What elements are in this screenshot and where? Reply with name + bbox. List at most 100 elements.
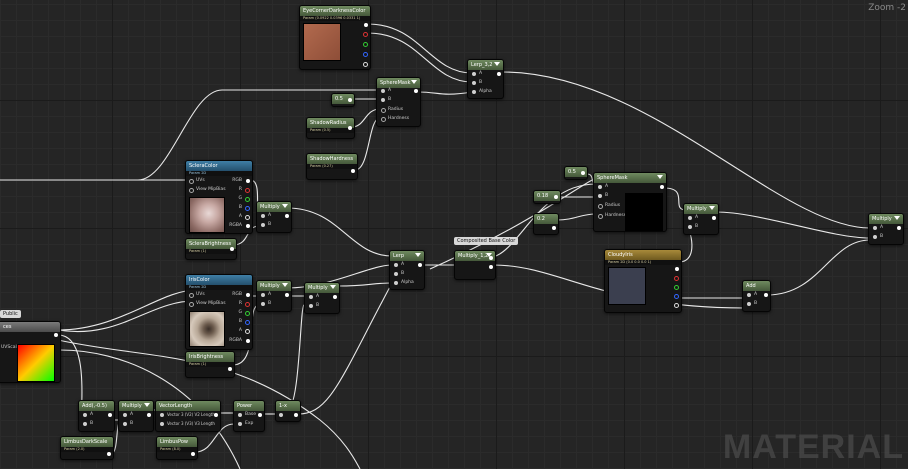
node-limbus-pow[interactable]: LimbusPow Param (8.0): [156, 436, 198, 460]
output-pin[interactable]: [764, 293, 768, 297]
node-multiply-4[interactable]: Multiply A B: [118, 400, 154, 432]
output-pin-r[interactable]: [245, 302, 250, 307]
input-pin-alpha[interactable]: [394, 281, 398, 285]
node-multiply-far[interactable]: Multiply A B: [868, 213, 904, 245]
input-pin-radius[interactable]: [598, 204, 603, 209]
input-pin-b[interactable]: [688, 225, 692, 229]
input-pin-alpha[interactable]: [472, 90, 476, 94]
output-pin-a[interactable]: [674, 303, 679, 308]
output-pin[interactable]: [348, 98, 352, 102]
input-pin-view-mip-bias[interactable]: [189, 302, 194, 307]
chevron-down-icon[interactable]: [330, 285, 336, 289]
node-limbus-dark-scale[interactable]: LimbusDarkScale Param (2.0): [60, 436, 114, 460]
node-cloudy-iris[interactable]: CloudyIris Param 2D (0.0 0.0 0.0 1): [604, 249, 682, 313]
node-constant-0-2[interactable]: 0.2: [533, 213, 559, 235]
output-pin-rgb[interactable]: [675, 267, 679, 271]
output-pin[interactable]: [54, 333, 58, 337]
node-shadow-radius[interactable]: ShadowRadius Param (0.5): [306, 117, 355, 139]
input-pin-a[interactable]: [873, 226, 877, 230]
output-pin-g[interactable]: [245, 197, 250, 202]
input-pin-a[interactable]: [123, 413, 127, 417]
chevron-down-icon[interactable]: [282, 283, 288, 287]
output-pin[interactable]: [554, 195, 558, 199]
node-multiply-3[interactable]: Multiply A B: [304, 282, 340, 314]
chevron-down-icon[interactable]: [486, 253, 492, 257]
input-pin-b[interactable]: [747, 302, 751, 306]
node-multiply-1[interactable]: Multiply A B: [256, 201, 292, 233]
comment-tag-public[interactable]: Public: [0, 310, 21, 318]
input-pin-a[interactable]: [688, 216, 692, 220]
output-pin[interactable]: [230, 247, 234, 251]
node-left-texture[interactable]: ces UVScale: [0, 321, 61, 383]
node-iris-color[interactable]: IrisColor Param 2D UVs View MipBias RGB …: [185, 274, 253, 350]
node-add-right[interactable]: Add A B: [742, 280, 771, 312]
input-pin-v3[interactable]: [160, 422, 164, 426]
node-shadow-hardness[interactable]: ShadowHardness Param (0.27): [306, 153, 358, 180]
input-pin-exp[interactable]: [238, 422, 242, 426]
node-constant-0-5b[interactable]: 0.5: [564, 166, 588, 180]
input-pin-hardness[interactable]: [598, 214, 603, 219]
output-pin[interactable]: [191, 452, 195, 456]
input-pin-b[interactable]: [309, 304, 313, 308]
output-pin-g[interactable]: [363, 42, 368, 47]
node-add-half[interactable]: Add(,-0.5) A B: [78, 400, 115, 432]
node-iris-brightness[interactable]: IrisBrightness Param (1): [185, 351, 235, 378]
output-pin[interactable]: [285, 293, 289, 297]
input-pin-a[interactable]: [598, 185, 602, 189]
output-pin-b[interactable]: [245, 206, 250, 211]
input-pin-a[interactable]: [394, 263, 398, 267]
output-pin-g[interactable]: [245, 311, 250, 316]
input-pin-b[interactable]: [261, 302, 265, 306]
output-pin[interactable]: [147, 413, 151, 417]
output-pin-rgb[interactable]: [246, 179, 250, 183]
input-pin-hardness[interactable]: [381, 117, 386, 122]
output-pin-r[interactable]: [245, 188, 250, 193]
output-pin[interactable]: [552, 226, 556, 230]
node-vector-length[interactable]: VectorLength Vector 3 (V2) V2 Length Vec…: [155, 400, 221, 432]
output-pin[interactable]: [108, 413, 112, 417]
output-pin-r[interactable]: [363, 32, 368, 37]
output-pin[interactable]: [581, 171, 585, 175]
output-pin-a[interactable]: [245, 215, 250, 220]
node-sphere-mask-1[interactable]: SphereMask A B Radius Hardness: [376, 77, 421, 127]
node-sclera-color[interactable]: ScleraColor Param 2D UVs View MipBias RG…: [185, 160, 253, 234]
input-pin-uvs[interactable]: [189, 179, 194, 184]
output-pin-a[interactable]: [245, 329, 250, 334]
input-pin-a[interactable]: [381, 89, 385, 93]
output-pin[interactable]: [660, 185, 664, 189]
input-pin-b[interactable]: [472, 81, 476, 85]
input-pin-b[interactable]: [381, 98, 385, 102]
output-pin-rgba[interactable]: [246, 339, 250, 343]
chevron-down-icon[interactable]: [282, 204, 288, 208]
output-pin[interactable]: [107, 452, 111, 456]
input-pin-a[interactable]: [83, 413, 87, 417]
input-pin-b[interactable]: [261, 223, 265, 227]
chevron-down-icon[interactable]: [144, 403, 150, 407]
output-pin-g[interactable]: [674, 285, 679, 290]
input-pin-v2[interactable]: [160, 413, 164, 417]
output-pin[interactable]: [285, 214, 289, 218]
input-pin-b[interactable]: [83, 422, 87, 426]
output-pin-rgb[interactable]: [364, 23, 368, 27]
node-sclera-brightness[interactable]: ScleraBrightness Param (1): [185, 238, 237, 260]
output-pin[interactable]: [418, 263, 422, 267]
node-multiply-2[interactable]: Multiply A B: [256, 280, 292, 312]
output-pin-rgba[interactable]: [246, 224, 250, 228]
node-lerp-mid[interactable]: Lerp A B Alpha: [389, 250, 425, 290]
input-pin-base[interactable]: [238, 413, 242, 417]
comment-tag-composited-base-color[interactable]: Composited Base Color: [454, 237, 519, 245]
output-pin[interactable]: [348, 126, 352, 130]
output-pin-b[interactable]: [674, 294, 679, 299]
node-lerp-top[interactable]: Lerp_3,2 A B Alpha: [467, 59, 504, 99]
output-pin[interactable]: [294, 413, 298, 417]
node-eye-corner-darkness-color[interactable]: EyeCornerDarknessColor Param (0.0922 0.0…: [299, 5, 371, 70]
output-pin[interactable]: [351, 169, 355, 173]
output-pin[interactable]: [414, 89, 418, 93]
input-pin-b[interactable]: [873, 235, 877, 239]
input-pin-uvs[interactable]: [189, 293, 194, 298]
node-sphere-mask-2[interactable]: SphereMask A B Radius Hardness: [593, 172, 667, 232]
input-pin-b[interactable]: [394, 272, 398, 276]
node-multiply-right[interactable]: Multiply A B: [683, 203, 719, 235]
node-multiply-lerp[interactable]: Multiply_1,2: [454, 250, 496, 280]
